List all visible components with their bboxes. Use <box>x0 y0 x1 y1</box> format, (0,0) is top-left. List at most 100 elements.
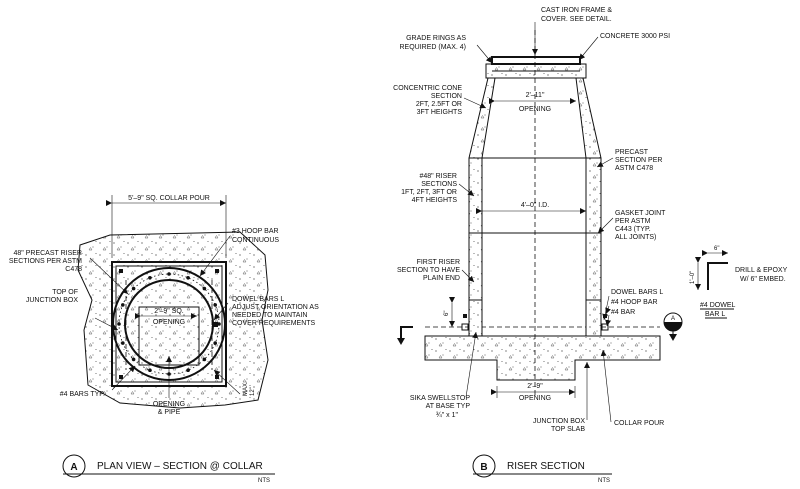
grade-rings-2: REQUIRED (MAX. 4) <box>399 44 466 51</box>
cone-1: CONCENTRIC CONE <box>393 85 462 92</box>
hoop-bar-dot <box>131 286 136 291</box>
opening-pipe-2: & PIPE <box>158 409 181 416</box>
riser-callout-letter: B <box>480 462 487 473</box>
svg-text:2'–9"OPENING: 2'–9" OPENING <box>519 383 551 402</box>
svg-text:2'–11"OPENING: 2'–11"OPENING <box>519 92 551 113</box>
riser-sec-1: #48" RISER <box>419 173 457 180</box>
riser-section: 2'–11"OPENING 4'–0" I.D. 2'–9" OPENING 6"… <box>393 7 683 484</box>
hoop-bar-line-2: CONTINUOUS <box>232 237 279 244</box>
section-marker-letter: A <box>671 316 675 322</box>
cone-2: SECTION <box>431 93 462 100</box>
section-cut-left <box>400 326 413 341</box>
swellstop-2: AT BASE TYP <box>426 403 471 410</box>
svg-text:OPENING& PIPE: OPENING& PIPE <box>153 401 185 416</box>
hoop-bar-dot <box>217 322 221 326</box>
top-opening-label: OPENING <box>519 106 551 113</box>
dowel-bars-label: DOWEL BARS L <box>611 289 663 296</box>
first-riser-1: FIRST RISER <box>417 259 460 266</box>
hoop-bar-dot <box>167 272 171 276</box>
riser-callout-bubble <box>472 454 496 478</box>
hoop-bar-dot <box>121 303 125 307</box>
hoop-bar-dot <box>186 276 190 280</box>
max-label: MAX. <box>243 381 249 396</box>
hoop-bar-dot <box>117 322 121 326</box>
gasket-1: GASKET JOINT <box>615 210 666 217</box>
cast-iron-frame <box>491 56 581 65</box>
riser-label-3: C478 <box>65 266 82 273</box>
precast-1: PRECAST <box>615 149 649 156</box>
hoop-bar-dots <box>117 272 221 376</box>
dowel-side-dim: 1'–0" <box>690 271 696 284</box>
hoop-bar-dot <box>131 357 136 362</box>
hoop-bar-dot <box>213 341 217 345</box>
riser-sec-3: 1FT, 2FT, 3FT OR <box>401 189 457 196</box>
plan-callout-letter: A <box>70 462 77 473</box>
gasket-3: C443 (TYP. <box>615 226 651 233</box>
bottom-opening-label: OPENING <box>519 395 551 402</box>
right-wall <box>575 77 602 337</box>
precast-3: ASTM C478 <box>615 165 653 172</box>
hoop-bar-dot <box>213 303 217 307</box>
dowel-label-2: ADJUST ORIENTATION AS <box>232 304 319 311</box>
cone-3: 2FT, 2.5FT OR <box>416 101 462 108</box>
grade-rings-1: GRADE RINGS AS <box>406 35 466 42</box>
collar-dimension: 5'–9" SQ. COLLAR POUR <box>128 195 210 202</box>
riser-label-1: 48" PRECAST RISER <box>14 250 83 257</box>
bars-typ-label: #4 BARS TYP. <box>60 391 105 398</box>
id-dim: 4'–0" I.D. <box>521 202 549 209</box>
plan-scale: NTS <box>258 478 270 484</box>
opening-label: OPENING <box>153 319 185 326</box>
collar-pour-label: COLLAR POUR <box>614 420 664 427</box>
dowel-title-2: BAR L <box>705 311 725 318</box>
junction-slab-1: JUNCTION BOX <box>533 418 585 425</box>
dowel-label-3: NEEDED TO MAINTAIN <box>232 312 307 319</box>
opening-sq-dim: 2'–9" SQ. <box>154 308 184 315</box>
dowel-bar-shape <box>707 262 728 290</box>
bar4-label: #4 BAR <box>611 309 635 316</box>
plan-callout-bubble <box>62 454 86 478</box>
opening-pipe-1: OPENING <box>153 401 185 408</box>
bottom-opening-dim: 2'–9" <box>527 383 543 390</box>
six-inch-dim: 6" <box>444 311 450 316</box>
hoop-bar-dot <box>202 286 207 291</box>
svg-text:MAX.12": MAX.12" <box>243 381 256 396</box>
slab-concrete <box>424 335 661 381</box>
dowel-label-1: DOWEL BARS L <box>232 296 284 303</box>
plan-view: 5'–9" SQ. COLLAR POUR 2'–9" SQ. OPENING … <box>9 195 319 484</box>
plan-view-title: PLAN VIEW – SECTION @ COLLAR <box>97 461 263 472</box>
frame-cover-1: CAST IRON FRAME & <box>541 7 612 14</box>
swellstop-1: SIKA SWELLSTOP <box>410 395 471 402</box>
svg-text:CAST IRON FRAME &COVER. SEE DE: CAST IRON FRAME &COVER. SEE DETAIL. <box>541 7 612 23</box>
riser-section-title: RISER SECTION <box>507 461 585 472</box>
junction-label-2: JUNCTION BOX <box>26 297 78 304</box>
swellstop-3: ¾" x 1" <box>436 412 459 419</box>
hoop-bar-dot <box>148 276 152 280</box>
riser-label-2: SECTIONS PER ASTM <box>9 258 82 265</box>
cone-4: 3FT HEIGHTS <box>417 109 463 116</box>
concrete-label: CONCRETE 3000 PSI <box>600 33 670 40</box>
junction-label-1: TOP OF <box>52 289 78 296</box>
hoop-bar-label: #4 HOOP BAR <box>611 299 658 306</box>
riser-scale: NTS <box>598 478 610 484</box>
dowel-title-1: #4 DOWEL <box>700 302 736 309</box>
first-riser-2: SECTION TO HAVE <box>397 267 460 274</box>
dowel-label-4: COVER REQUIREMENTS <box>232 320 316 327</box>
riser-sec-2: SECTIONS <box>421 181 457 188</box>
dowel-note-1: DRILL & EPOXY <box>735 267 788 274</box>
left-wall <box>468 77 496 337</box>
hoop-bar-dot <box>202 357 207 362</box>
